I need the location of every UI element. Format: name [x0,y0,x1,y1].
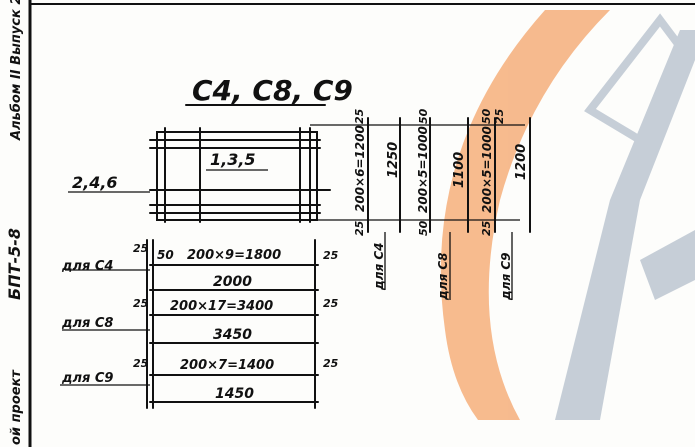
col2-formula: 200×5=1000 [416,126,430,213]
row3-total: 1450 [215,386,254,402]
col1-dim: 1250 [386,142,401,178]
row1-right-gap: 25 [323,249,339,262]
col3-label: для С9 [499,252,513,301]
col2-bottom-gap: 50 [417,220,430,236]
watermark-bar-1 [555,200,640,420]
row-dimensions [60,239,319,409]
row2-right-gap: 25 [323,297,339,310]
plan-mark-center: 1,3,5 [210,150,256,169]
row3-label: для С9 [61,371,113,386]
project-label: ой проект [9,369,24,445]
watermark-bar-3 [640,230,695,300]
row1-formula: 200×9=1800 [187,248,281,263]
col2-dim: 1100 [452,152,467,188]
col3-formula: 200×5=1000 [480,126,494,213]
series-label: БПТ-5-8 [5,228,24,300]
row1-total: 2000 [213,274,252,290]
column-dimensions [367,117,531,300]
col3-dim: 1200 [514,144,529,180]
row3-left-gap: 25 [133,357,149,370]
col3-bottom-gap: 25 [480,220,493,236]
row2-left-gap: 25 [133,297,149,310]
col1-label: для С4 [372,242,386,291]
plan-mark-left: 2,4,6 [72,173,118,192]
plan-grid [149,124,525,223]
col2-label: для С8 [436,252,450,301]
row1-label: для С4 [61,259,113,274]
drawing-title: С4, С8, С9 [192,74,353,107]
row2-formula: 200×17=3400 [170,299,273,314]
row2-label: для С8 [61,316,113,331]
row3-formula: 200×7=1400 [180,358,274,373]
row2-total: 3450 [213,327,252,343]
album-label: Альбом II Выпуск 2 [9,0,24,141]
watermark-frame [584,13,695,146]
col1-formula: 200×6=1200 [353,125,367,212]
watermark-logo [440,10,695,420]
col3-top-gap-2: 25 [493,108,506,124]
col2-top-gap: 50 [417,108,430,124]
plan-outline [156,131,318,221]
row3-right-gap: 25 [323,357,339,370]
watermark-arc [440,10,610,420]
col1-top-gap: 25 [353,108,366,124]
col3-top-gap: 50 [480,108,493,124]
row1-left-gap: 25 [133,242,149,255]
row1-inner-gap: 50 [157,248,174,262]
col1-bottom-gap: 25 [353,220,366,236]
